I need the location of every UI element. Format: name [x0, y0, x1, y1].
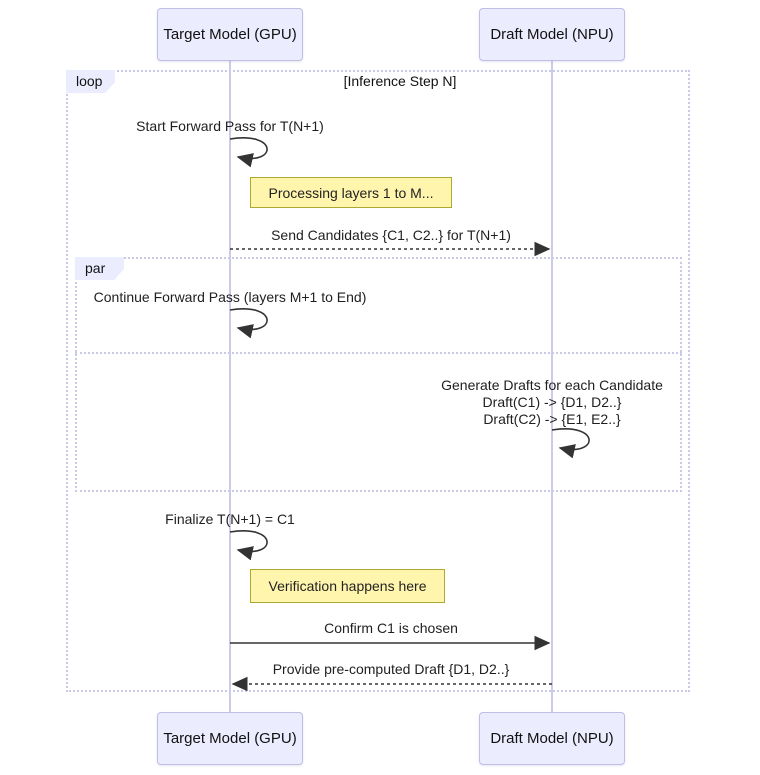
message-provide-draft: Provide pre-computed Draft {D1, D2..} [272, 661, 510, 677]
message-generate-drafts-line2: Draft(C1) -> {D1, D2..} [482, 394, 622, 410]
message-finalize: Finalize T(N+1) = C1 [165, 511, 295, 527]
lifeline-draft-npu [551, 60, 553, 713]
loop-title: [Inference Step N] [343, 73, 457, 89]
note-processing-layers: Processing layers 1 to M... [250, 177, 452, 208]
actor-label: Draft Model (NPU) [490, 26, 614, 43]
par-divider [75, 352, 682, 354]
par-label: par [75, 257, 124, 280]
lifeline-target-gpu [229, 60, 231, 713]
message-generate-drafts-line3: Draft(C2) -> {E1, E2..} [483, 411, 621, 427]
actor-target-gpu-top: Target Model (GPU) [157, 8, 303, 61]
actor-label: Draft Model (NPU) [490, 730, 614, 747]
message-continue-forward: Continue Forward Pass (layers M+1 to End… [93, 289, 367, 305]
loop-label-text: loop [76, 73, 103, 89]
message-confirm: Confirm C1 is chosen [324, 620, 458, 636]
par-label-text: par [85, 260, 106, 276]
actor-label: Target Model (GPU) [163, 730, 297, 747]
message-generate-drafts: Generate Drafts for each Candidate Draft… [441, 377, 663, 428]
actor-label: Target Model (GPU) [163, 26, 297, 43]
message-send-candidates: Send Candidates {C1, C2..} for T(N+1) [271, 227, 511, 243]
note-text: Processing layers 1 to M... [268, 184, 434, 201]
message-generate-drafts-line1: Generate Drafts for each Candidate [441, 377, 663, 393]
actor-draft-npu-bottom: Draft Model (NPU) [479, 712, 625, 765]
par-frame [75, 257, 682, 492]
message-start-forward: Start Forward Pass for T(N+1) [136, 118, 324, 134]
loop-label: loop [66, 70, 115, 93]
actor-target-gpu-bottom: Target Model (GPU) [157, 712, 303, 765]
actor-draft-npu-top: Draft Model (NPU) [479, 8, 625, 61]
note-text: Verification happens here [268, 578, 427, 594]
loop-frame [66, 70, 690, 692]
note-verification: Verification happens here [250, 569, 445, 603]
